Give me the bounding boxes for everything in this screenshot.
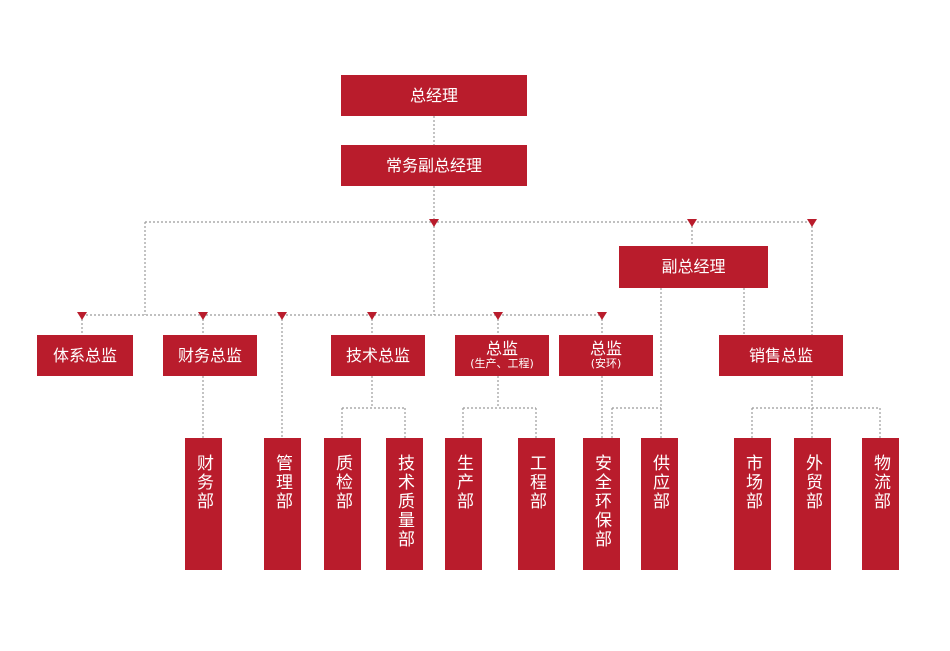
node-label: 外贸部 — [802, 454, 822, 511]
node-label: 总监 — [485, 338, 518, 358]
node-system-director: 体系总监 — [37, 335, 133, 376]
node-label: 财务部 — [193, 454, 213, 511]
node-label: 工程部 — [526, 454, 546, 511]
arrow-sales — [807, 219, 817, 227]
node-production-dept: 生产部 — [445, 438, 482, 570]
node-engineering-dept: 工程部 — [518, 438, 555, 570]
node-label: 总监 — [589, 338, 622, 358]
node-finance-director: 财务总监 — [163, 335, 257, 376]
node-tech-director: 技术总监 — [331, 335, 425, 376]
node-safety-dept: 安全环保部 — [583, 438, 620, 570]
node-label: 常务副总经理 — [385, 155, 482, 175]
node-executive-vice-general-manager: 常务副总经理 — [341, 145, 527, 186]
node-sales-director: 销售总监 — [719, 335, 843, 376]
node-label: 副总经理 — [661, 257, 726, 276]
node-label: 物流部 — [870, 454, 890, 511]
node-label: 管理部 — [272, 454, 292, 511]
arrow-center — [429, 219, 439, 227]
node-market-dept: 市场部 — [734, 438, 771, 570]
node-label: 技术总监 — [345, 345, 410, 365]
node-tech-quality-dept: 技术质量部 — [386, 438, 423, 570]
arrow-management — [277, 312, 287, 320]
node-sublabel: (生产、工程) — [470, 356, 534, 370]
node-label: 市场部 — [742, 454, 762, 511]
node-label: 技术质量部 — [394, 454, 414, 549]
tech-to-depts — [341, 376, 406, 438]
node-trade-dept: 外贸部 — [794, 438, 831, 570]
arrow-vgm — [687, 219, 697, 227]
node-finance-dept: 财务部 — [185, 438, 222, 570]
sales-to-depts — [751, 376, 881, 438]
arrow-production — [493, 312, 503, 320]
node-label: 总经理 — [409, 85, 458, 105]
node-label: 生产部 — [453, 454, 473, 511]
arrow-tech — [367, 312, 377, 320]
arrow-system — [77, 312, 87, 320]
node-label: 体系总监 — [52, 345, 117, 365]
node-safety-director: 总监 (安环) — [559, 335, 653, 376]
node-production-director: 总监 (生产、工程) — [455, 335, 549, 376]
node-qc-dept: 质检部 — [324, 438, 361, 570]
vgm-to-safety — [611, 407, 661, 438]
node-general-manager: 总经理 — [341, 75, 527, 116]
connector-lines — [81, 116, 881, 438]
node-supply-dept: 供应部 — [641, 438, 678, 570]
node-logistics-dept: 物流部 — [862, 438, 899, 570]
node-label: 供应部 — [649, 454, 669, 511]
arrow-finance — [198, 312, 208, 320]
node-label: 财务总监 — [177, 345, 242, 365]
connector-arrows — [77, 219, 817, 320]
node-management-dept: 管理部 — [264, 438, 301, 570]
node-label: 销售总监 — [748, 345, 813, 365]
node-sublabel: (安环) — [590, 356, 622, 370]
arrow-safety — [597, 312, 607, 320]
node-label: 安全环保部 — [591, 454, 611, 549]
node-vice-general-manager: 副总经理 — [619, 246, 768, 288]
node-label: 质检部 — [332, 454, 352, 511]
production-to-depts — [462, 376, 537, 438]
